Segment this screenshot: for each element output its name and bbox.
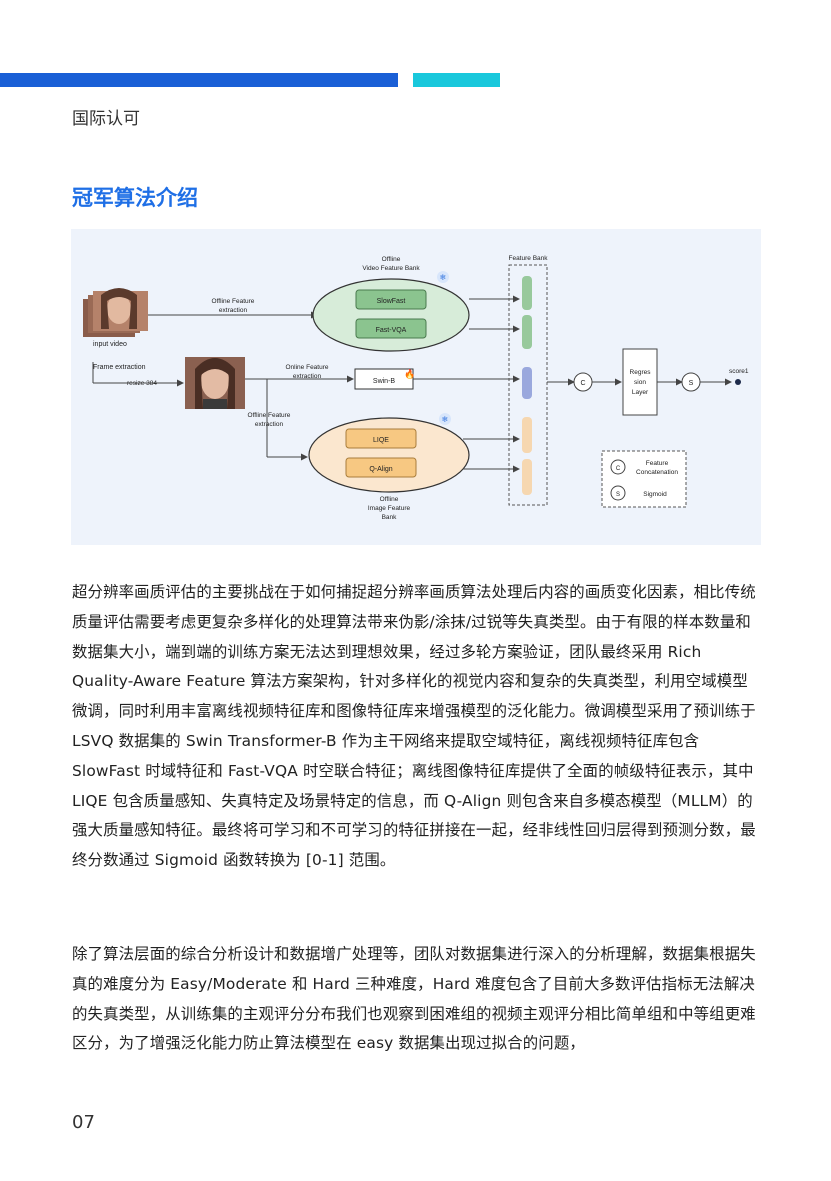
fast-vqa-label: Fast-VQA xyxy=(376,327,407,334)
input-video-frames xyxy=(83,288,148,337)
video-feature-bank-ellipse xyxy=(312,278,470,352)
snowflake-icon xyxy=(439,413,451,425)
fast-vqa-feature xyxy=(522,315,532,349)
concat-symbol: C xyxy=(580,380,585,387)
score-label: score1 xyxy=(729,368,749,375)
body-paragraph-1: 超分辨率画质评估的主要挑战在于如何捕捉超分辨率画质算法处理后内容的画质变化因素，… xyxy=(72,583,756,870)
frame-image xyxy=(185,357,245,409)
slowfast-box xyxy=(355,289,427,310)
offline-extraction-label-line1: Offline Feature xyxy=(212,298,255,305)
fire-icon: 🔥 xyxy=(404,368,415,380)
regression-label-line1: Regres xyxy=(630,369,652,376)
image-bank-title-line1: Offline xyxy=(380,496,399,503)
feature-bank-title: Feature Bank xyxy=(508,255,548,262)
frame-extraction-label: Frame extraction xyxy=(93,364,146,371)
regression-label-line2: sion xyxy=(634,379,646,386)
video-bank-title-line2: Video Feature Bank xyxy=(362,265,420,272)
liqe-box xyxy=(345,428,417,449)
q-align-box xyxy=(345,457,417,478)
sigmoid-symbol: S xyxy=(689,380,694,387)
algorithm-diagram: input video Frame extraction resize 384 … xyxy=(71,229,761,545)
regression-layer-box xyxy=(622,348,658,416)
legend-sigmoid-symbol: S xyxy=(616,492,620,498)
swin-b-label: Swin-B xyxy=(373,378,396,385)
slowfast-label: SlowFast xyxy=(377,298,406,305)
header-accent-bar-secondary xyxy=(413,73,500,87)
body-paragraph-2: 除了算法层面的综合分析设计和数据增广处理等，团队对数据集进行深入的分析理解，数据… xyxy=(72,945,756,1053)
header-accent-bar-primary xyxy=(0,73,398,87)
slowfast-feature xyxy=(522,276,532,310)
svg-text:❄: ❄ xyxy=(442,415,449,424)
diagram-svg: input video Frame extraction resize 384 … xyxy=(83,255,749,521)
q-align-label: Q-Align xyxy=(369,466,392,473)
fast-vqa-box xyxy=(355,318,427,339)
liqe-label: LIQE xyxy=(373,437,389,444)
offline-extraction-label-line2: extraction xyxy=(219,307,248,314)
legend-concat-symbol: C xyxy=(616,466,621,472)
section-label: 国际认可 xyxy=(72,109,140,129)
legend-sigmoid-label: Sigmoid xyxy=(643,491,667,498)
image-bank-title-line3: Bank xyxy=(382,514,398,521)
image-bank-title-line2: Image Feature xyxy=(368,505,411,512)
regression-label-line3: Layer xyxy=(632,389,649,396)
offline-extraction-2-label-line1: Offline Feature xyxy=(248,412,291,419)
liqe-feature xyxy=(522,417,532,453)
video-bank-title-line1: Offline xyxy=(382,256,401,263)
score-dot xyxy=(735,379,741,385)
legend-concat-line1: Feature xyxy=(646,460,669,467)
q-align-feature xyxy=(522,459,532,495)
snowflake-icon xyxy=(437,271,449,283)
swin-b-feature xyxy=(522,367,532,399)
online-extraction-label-line2: extraction xyxy=(293,373,322,380)
input-video-label: input video xyxy=(93,341,127,348)
offline-extraction-2-label-line2: extraction xyxy=(255,421,284,428)
online-extraction-label-line1: Online Feature xyxy=(286,364,329,371)
svg-text:❄: ❄ xyxy=(440,273,447,282)
feature-bank-box xyxy=(508,264,548,506)
page-title: 冠军算法介绍 xyxy=(72,186,198,210)
legend-concat-line2: Concatenation xyxy=(636,469,678,476)
page-number: 07 xyxy=(72,1112,95,1133)
